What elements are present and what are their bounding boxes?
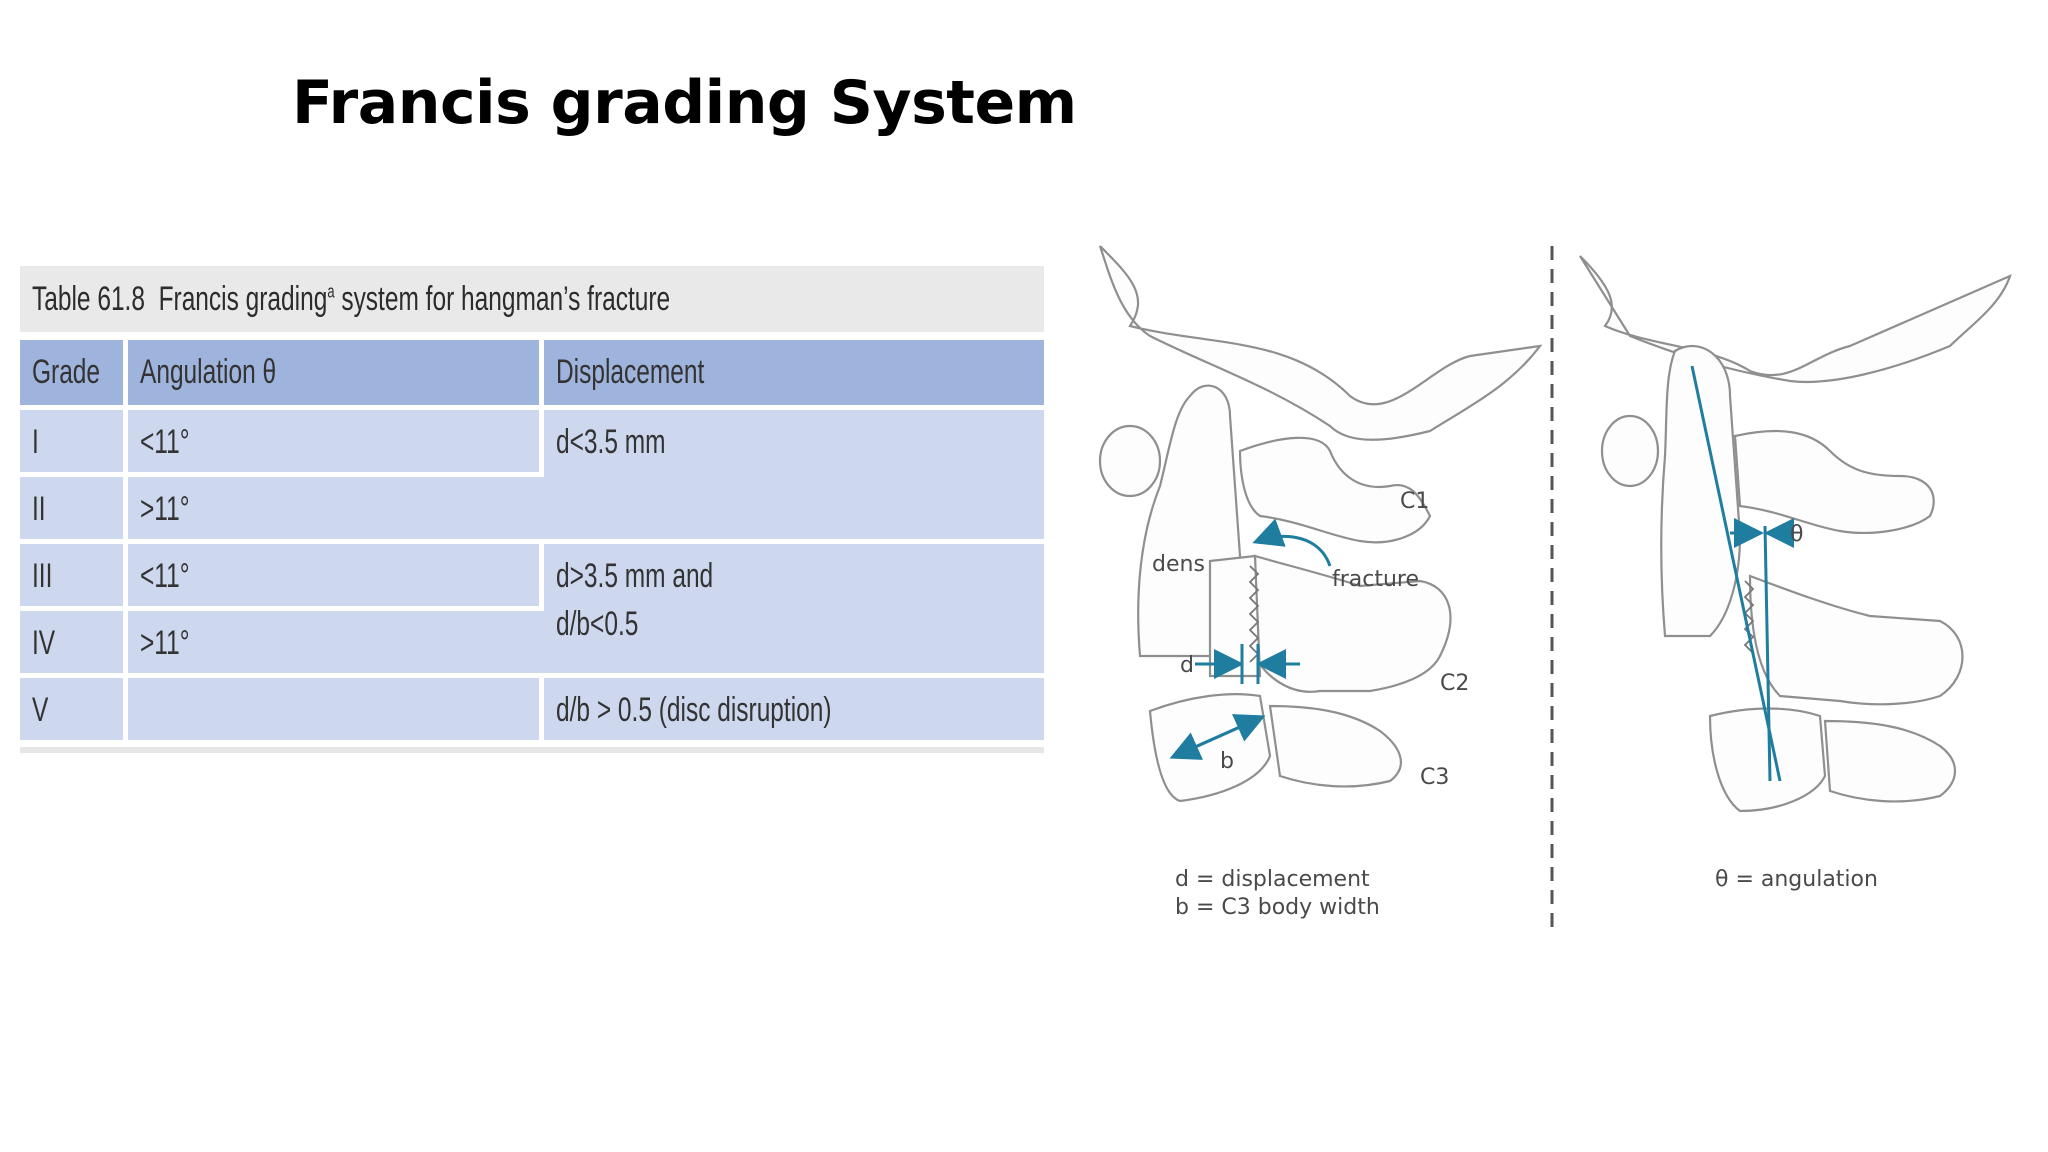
angulation-cell: >11° xyxy=(128,477,544,544)
c3-body xyxy=(1148,693,1272,803)
table-bottom-rule xyxy=(20,747,1044,753)
grade-cell: III xyxy=(20,544,128,611)
table-row: II >11° xyxy=(20,477,1044,544)
displacement-cell: d>3.5 mm and d/b<0.5 xyxy=(544,544,1044,678)
table-caption-footnote: a xyxy=(327,281,335,302)
fracture-arrow xyxy=(1252,518,1332,567)
skull-base-right xyxy=(1579,255,2012,384)
c2-posterior-right xyxy=(1748,574,1964,706)
label-b: b xyxy=(1220,749,1234,774)
angulation-cell: <11° xyxy=(128,544,544,611)
table-caption: Table 61.8 Francis gradinga system for h… xyxy=(20,266,1044,332)
grade-cell: I xyxy=(20,410,128,477)
legend-displacement: d = displacement xyxy=(1175,867,1370,892)
table-caption-number: Table 61.8 xyxy=(32,279,145,318)
skull-base-left xyxy=(1098,245,1543,441)
displacement-cell: d/b > 0.5 (disc disruption) xyxy=(544,678,1044,745)
label-d: d xyxy=(1180,653,1194,678)
label-c2: C2 xyxy=(1440,671,1469,696)
header-displacement: Displacement xyxy=(544,340,1044,410)
c3-body-right xyxy=(1708,707,1827,813)
c3-posterior xyxy=(1268,704,1402,788)
grading-table: Grade Angulation θ Displacement I <11° d… xyxy=(20,340,1044,745)
table-row: I <11° d<3.5 mm xyxy=(20,410,1044,544)
left-panel: C1 dens fracture C2 d b C3 d = displacem… xyxy=(1098,245,1543,920)
grade-cell: II xyxy=(20,477,128,544)
angulation-cell xyxy=(128,678,544,745)
label-fracture: fracture xyxy=(1332,567,1419,592)
legend-angulation: θ = angulation xyxy=(1715,867,1878,892)
hangmans-fracture-diagram: C1 dens fracture C2 d b C3 d = displacem… xyxy=(1090,236,2030,936)
displacement-cell: d<3.5 mm xyxy=(544,410,1044,544)
header-angulation: Angulation θ xyxy=(128,340,544,410)
table-row: III <11° d>3.5 mm and d/b<0.5 xyxy=(20,544,1044,678)
fracture-line xyxy=(1248,565,1260,663)
slide-title: Francis grading System xyxy=(292,68,1077,138)
table-caption-text-after: system for hangman’s fracture xyxy=(334,279,671,318)
c1-anterior-arch xyxy=(1098,424,1162,498)
b-arrow-b xyxy=(1169,716,1261,760)
c3-posterior-right xyxy=(1823,719,1956,803)
header-grade: Grade xyxy=(20,340,128,410)
legend-body-width: b = C3 body width xyxy=(1175,895,1380,920)
label-c3: C3 xyxy=(1420,765,1449,790)
c1-anterior-arch-right xyxy=(1600,414,1660,488)
table-row: IV >11° xyxy=(20,611,1044,678)
c1-posterior-arch xyxy=(1238,436,1432,544)
label-theta: θ xyxy=(1790,522,1803,547)
grade-cell: V xyxy=(20,678,128,745)
angulation-line-dens xyxy=(1690,365,1782,782)
right-panel: θ θ = angulation xyxy=(1579,255,2012,892)
label-c1: C1 xyxy=(1400,489,1429,514)
grading-table-block: Table 61.8 Francis gradinga system for h… xyxy=(20,266,1044,753)
grade-cell: IV xyxy=(20,611,128,678)
angulation-cell: <11° xyxy=(128,410,544,477)
table-caption-text: Francis grading xyxy=(158,279,328,318)
dens-right xyxy=(1660,345,1742,638)
c1-posterior-arch-right xyxy=(1733,429,1935,534)
angulation-line-c2 xyxy=(1763,525,1772,782)
label-dens: dens xyxy=(1152,552,1205,577)
angulation-cell: >11° xyxy=(128,611,544,678)
table-row: V d/b > 0.5 (disc disruption) xyxy=(20,678,1044,745)
table-header-row: Grade Angulation θ Displacement xyxy=(20,340,1044,410)
c2-posterior xyxy=(1253,554,1452,693)
diagram-svg: C1 dens fracture C2 d b C3 d = displacem… xyxy=(1098,245,2012,931)
